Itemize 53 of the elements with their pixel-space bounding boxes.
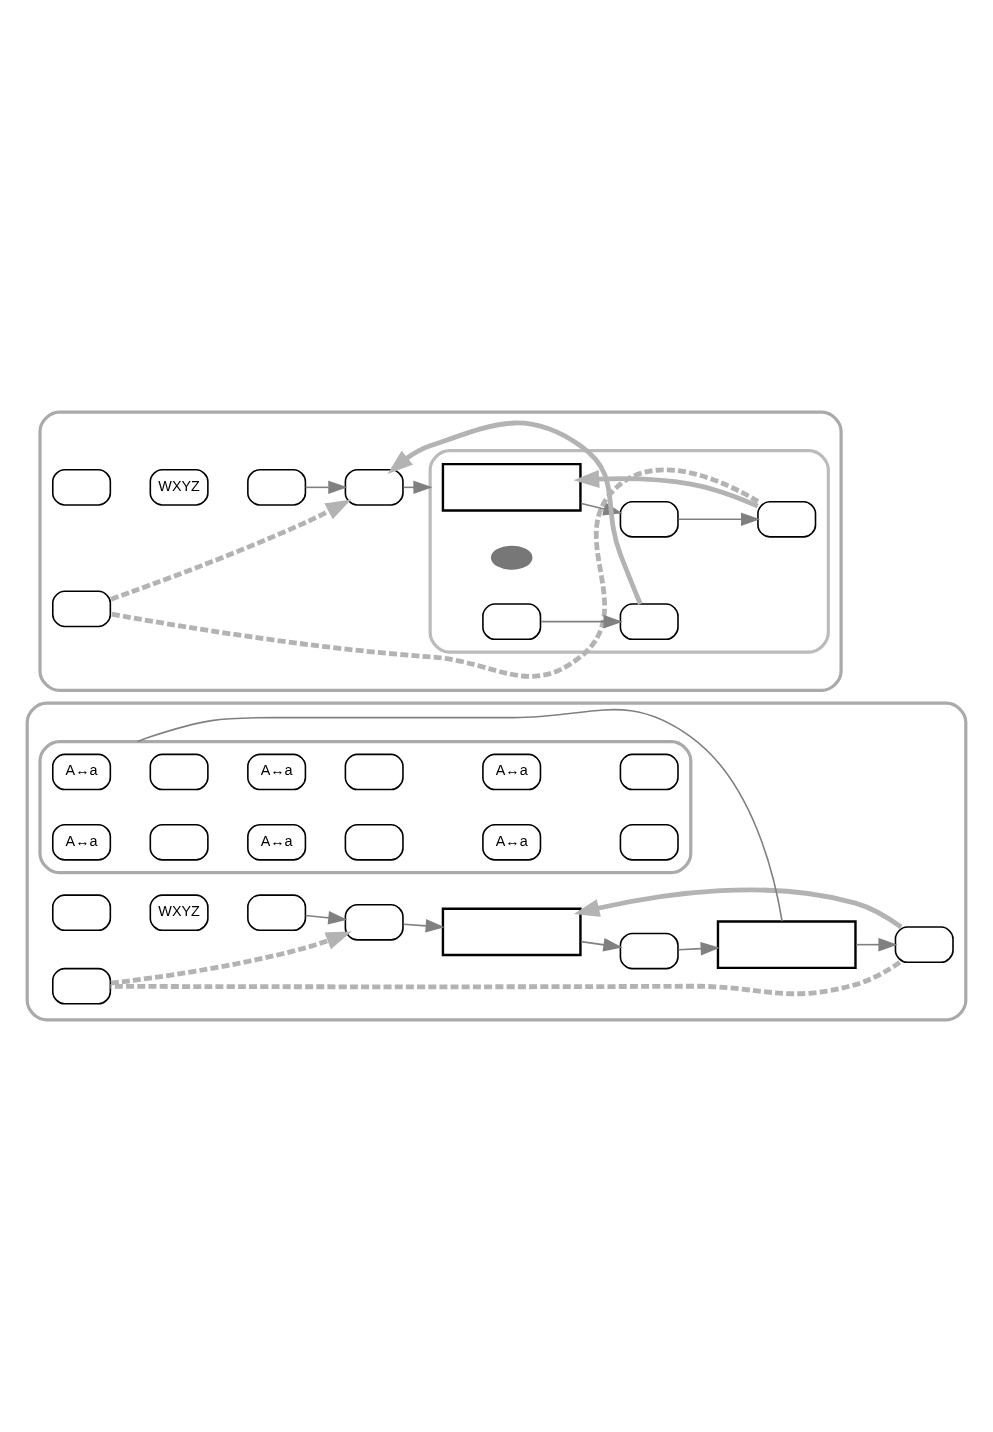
- node-key: [247, 468, 307, 506]
- node-box: WXYZ: [149, 468, 209, 506]
- arrow: [677, 512, 761, 527]
- node-key: [149, 823, 209, 861]
- arrow: [402, 919, 445, 933]
- node-box: A↔a: [247, 753, 307, 791]
- node-key: [51, 590, 112, 628]
- node-key: [344, 468, 404, 506]
- arrow: [677, 941, 720, 956]
- connector: [136, 708, 783, 923]
- node-key: [344, 903, 404, 941]
- node-box: [441, 462, 582, 512]
- node-box: [441, 907, 582, 957]
- node-key: [619, 823, 679, 861]
- node-key: [247, 894, 307, 932]
- node-key: [619, 500, 679, 538]
- arrow: [387, 420, 643, 605]
- node-key: [344, 823, 404, 861]
- arrow: [110, 499, 352, 602]
- node-key: [619, 603, 679, 641]
- node-box: A↔a: [482, 823, 542, 861]
- arrow: [540, 614, 623, 629]
- node-box: [716, 920, 857, 970]
- arrow: [573, 470, 759, 509]
- arrow: [573, 887, 903, 929]
- cluster: [25, 701, 968, 1022]
- node-key: [51, 894, 112, 932]
- node-key: [344, 753, 404, 791]
- node-key: [149, 753, 209, 791]
- node-ellipse: [490, 545, 533, 570]
- arrow: [855, 937, 898, 952]
- node-key: [894, 926, 954, 964]
- node-box: A↔a: [482, 753, 542, 791]
- node-box: A↔a: [51, 753, 112, 791]
- arrow: [402, 480, 433, 495]
- arrow: [304, 911, 348, 925]
- node-key: [51, 967, 112, 1005]
- arrow: [110, 931, 352, 986]
- cluster: [38, 410, 843, 692]
- cluster: [428, 448, 830, 654]
- node-key: [619, 932, 679, 970]
- node-box: A↔a: [51, 823, 112, 861]
- node-key: [619, 753, 679, 791]
- node-box: A↔a: [247, 823, 307, 861]
- node-key: [757, 500, 817, 538]
- arrow: [580, 938, 623, 952]
- node-key: [482, 603, 542, 641]
- node-box: WXYZ: [149, 894, 209, 932]
- connector: [110, 960, 902, 997]
- cluster: [38, 740, 693, 875]
- node-key: [51, 468, 112, 506]
- arrow: [304, 480, 348, 495]
- connector: [110, 467, 760, 679]
